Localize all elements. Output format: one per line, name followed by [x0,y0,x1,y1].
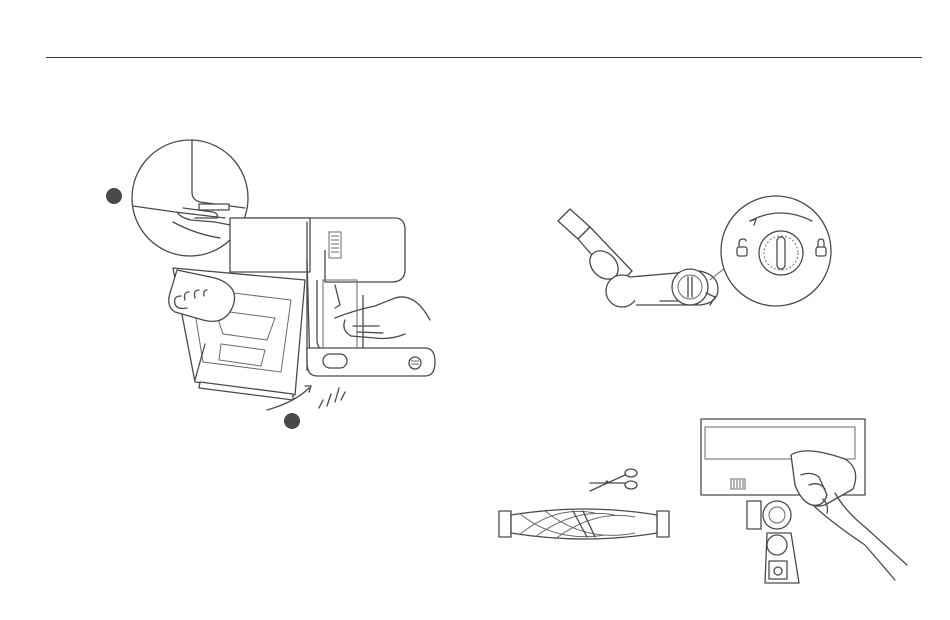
scissors-icon [590,469,637,491]
header-divider [46,57,922,58]
brush-head-wipe-illustration [695,415,910,590]
roller-brush [499,509,669,539]
step-marker-2 [284,413,300,429]
magnifier-callout [721,196,831,306]
extension-tube [558,209,718,307]
step-marker-1 [106,188,122,204]
roller-brush-cleaning-illustration [495,455,675,550]
cloth-icon [791,451,856,506]
dustbin-removal-illustration [95,130,440,435]
cyclone-unlock-illustration [550,185,850,320]
